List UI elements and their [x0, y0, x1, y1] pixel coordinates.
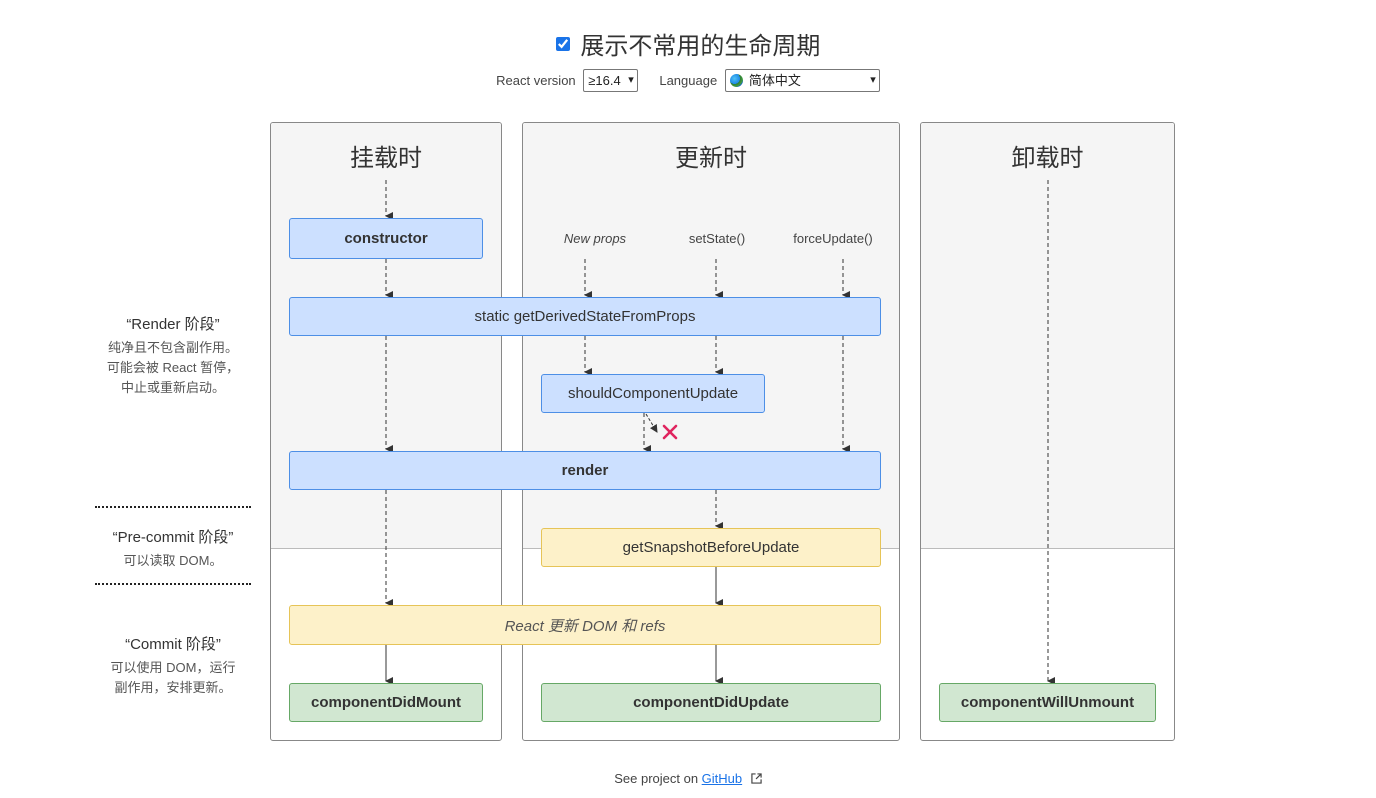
react-updates-dom-box: React 更新 DOM 和 refs [289, 605, 881, 645]
language-label: Language [659, 73, 718, 88]
render-phase-desc-line: 中止或重新启动。 [120, 380, 225, 395]
render-phase-label: “Render 阶段” 纯净且不包含副作用。 可能会被 React 暂停， 中止… [88, 313, 258, 398]
get-derived-state-from-props-box: static getDerivedStateFromProps [289, 297, 881, 336]
chevron-down-icon: ▾ [870, 74, 876, 86]
react-version-label: React version [496, 73, 576, 88]
phase-divider [95, 506, 251, 508]
close-icon [662, 424, 678, 440]
commit-phase-title: “Commit 阶段” [125, 636, 221, 653]
github-link[interactable]: GitHub [701, 771, 743, 786]
language-select[interactable]: 简体中文 ▾ [724, 69, 880, 92]
page-title: 展示不常用的生命周期 [580, 33, 821, 60]
show-uncommon-lifecycles-checkbox[interactable] [555, 37, 570, 51]
controls-row: React version ≥16.4 ▾ Language 简体中文 ▾ [0, 69, 1376, 92]
component-did-update-box: componentDidUpdate [541, 683, 881, 722]
render-phase-title: “Render 阶段” [126, 316, 220, 333]
component-did-mount-box: componentDidMount [289, 683, 483, 722]
chevron-down-icon: ▾ [628, 74, 634, 86]
commit-phase-label: “Commit 阶段” 可以使用 DOM，运行 副作用，安排更新。 [88, 633, 258, 698]
trigger-force-update: forceUpdate() [793, 231, 873, 246]
header-title-row: 展示不常用的生命周期 [0, 26, 1376, 61]
react-version-value: ≥16.4 [588, 73, 621, 88]
react-version-select[interactable]: ≥16.4 ▾ [583, 69, 638, 92]
footer: See project on GitHub [0, 771, 1376, 786]
external-link-icon [751, 773, 762, 784]
trigger-set-state: setState() [688, 231, 746, 246]
constructor-box: constructor [289, 218, 483, 259]
precommit-phase-desc-line: 可以读取 DOM。 [123, 553, 223, 568]
unmount-column-title: 卸载时 [1011, 145, 1084, 172]
commit-phase-desc-line: 可以使用 DOM，运行 [110, 660, 236, 675]
language-value: 简体中文 [748, 73, 801, 88]
precommit-phase-label: “Pre-commit 阶段” 可以读取 DOM。 [88, 526, 258, 571]
component-will-unmount-box: componentWillUnmount [939, 683, 1156, 722]
mount-column-title: 挂载时 [350, 145, 422, 172]
globe-icon [729, 74, 743, 87]
commit-phase-desc-line: 副作用，安排更新。 [114, 680, 232, 695]
get-snapshot-before-update-box: getSnapshotBeforeUpdate [541, 528, 881, 567]
trigger-new-props: New props [563, 231, 627, 246]
render-box: render [289, 451, 881, 490]
update-column-title: 更新时 [675, 145, 747, 172]
render-phase-desc-line: 纯净且不包含副作用。 [107, 340, 238, 355]
phase-divider [95, 583, 251, 585]
precommit-phase-title: “Pre-commit 阶段” [112, 529, 234, 546]
footer-text: See project on [614, 771, 702, 786]
render-phase-desc-line: 可能会被 React 暂停， [106, 360, 240, 375]
should-component-update-box: shouldComponentUpdate [541, 374, 765, 413]
